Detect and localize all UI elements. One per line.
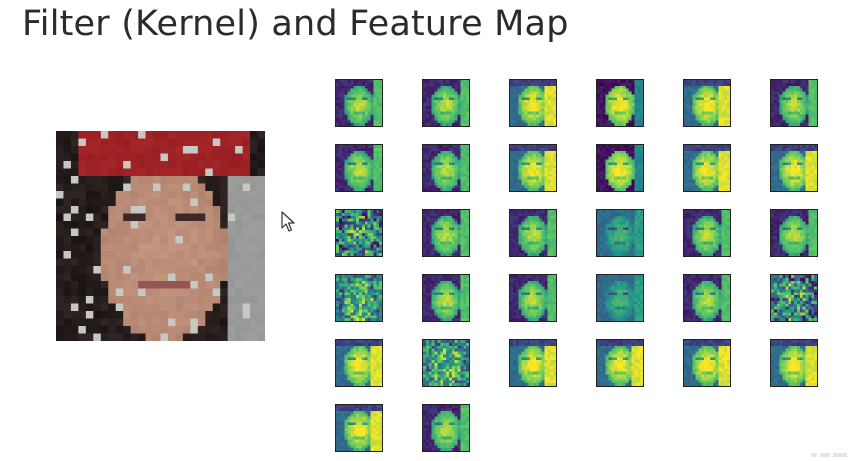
feature-map-23 xyxy=(683,274,731,322)
watermark-icon xyxy=(811,453,847,457)
feature-map-20 xyxy=(422,274,470,322)
input-face-image-pixels xyxy=(56,131,265,341)
feature-map-10 xyxy=(596,144,644,192)
feature-map-16 xyxy=(596,209,644,257)
feature-map-7 xyxy=(335,144,383,192)
feature-map-3 xyxy=(509,79,557,127)
feature-map-9 xyxy=(509,144,557,192)
feature-map-21 xyxy=(509,274,557,322)
feature-map-8 xyxy=(422,144,470,192)
feature-map-6 xyxy=(770,79,818,127)
feature-map-26 xyxy=(422,339,470,387)
feature-map-22 xyxy=(596,274,644,322)
feature-map-11 xyxy=(683,144,731,192)
feature-map-14 xyxy=(422,209,470,257)
feature-map-5 xyxy=(683,79,731,127)
feature-map-27 xyxy=(509,339,557,387)
feature-map-13 xyxy=(335,209,383,257)
feature-map-25 xyxy=(335,339,383,387)
feature-map-2 xyxy=(422,79,470,127)
feature-map-30 xyxy=(770,339,818,387)
feature-map-29 xyxy=(683,339,731,387)
feature-map-19 xyxy=(335,274,383,322)
feature-map-12 xyxy=(770,144,818,192)
feature-map-4 xyxy=(596,79,644,127)
mouse-pointer-icon xyxy=(281,211,297,233)
feature-map-grid xyxy=(335,79,825,454)
slide-title: Filter (Kernel) and Feature Map xyxy=(22,4,569,44)
feature-map-32 xyxy=(422,404,470,452)
feature-map-18 xyxy=(770,209,818,257)
input-face-image xyxy=(56,131,265,341)
feature-map-28 xyxy=(596,339,644,387)
feature-map-24 xyxy=(770,274,818,322)
feature-map-31 xyxy=(335,404,383,452)
feature-map-17 xyxy=(683,209,731,257)
feature-map-1 xyxy=(335,79,383,127)
feature-map-15 xyxy=(509,209,557,257)
